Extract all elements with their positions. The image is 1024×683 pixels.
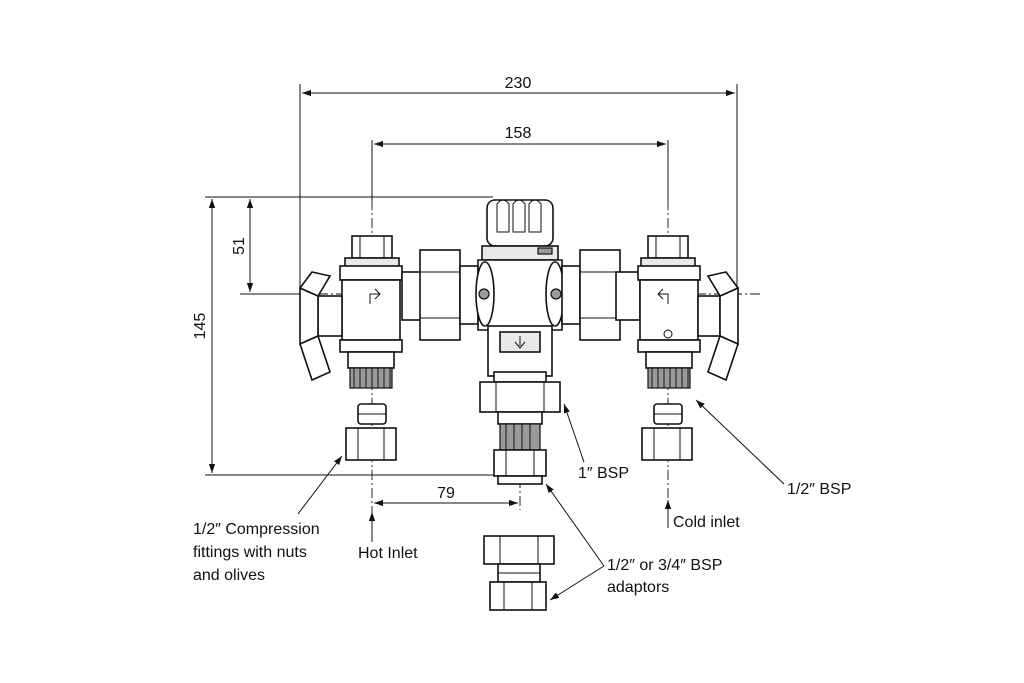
mixing-valve-body <box>475 199 565 485</box>
dim-51: 51 <box>231 237 248 255</box>
label-hot-inlet: Hot Inlet <box>358 545 418 562</box>
dim-158: 158 <box>505 125 532 142</box>
label-compression-line1: 1/2″ Compression <box>193 521 320 538</box>
bsp-adaptor <box>483 535 555 611</box>
right-union <box>561 249 641 341</box>
right-compression-fitting <box>641 403 693 461</box>
hot-valve-thread <box>349 367 393 389</box>
left-union <box>401 249 479 341</box>
dim-230: 230 <box>505 75 532 92</box>
label-one-inch-bsp: 1″ BSP <box>578 465 629 482</box>
label-cold-inlet: Cold inlet <box>673 514 740 531</box>
dim-145: 145 <box>192 313 209 340</box>
dim-79: 79 <box>437 485 455 502</box>
cold-valve-thread <box>647 367 691 389</box>
label-compression-line2: fittings with nuts <box>193 544 307 561</box>
dimension-lines <box>205 84 738 507</box>
left-compression-fitting <box>345 403 397 461</box>
label-adaptors-line2: adaptors <box>607 579 669 596</box>
label-half-inch-bsp: 1/2″ BSP <box>787 481 851 498</box>
leader-lines <box>297 399 785 601</box>
label-compression-line3: and olives <box>193 567 265 584</box>
label-adaptors-line1: 1/2″ or 3/4″ BSP <box>607 557 722 574</box>
cold-isolating-valve <box>637 235 740 389</box>
hot-isolating-valve <box>298 235 403 389</box>
